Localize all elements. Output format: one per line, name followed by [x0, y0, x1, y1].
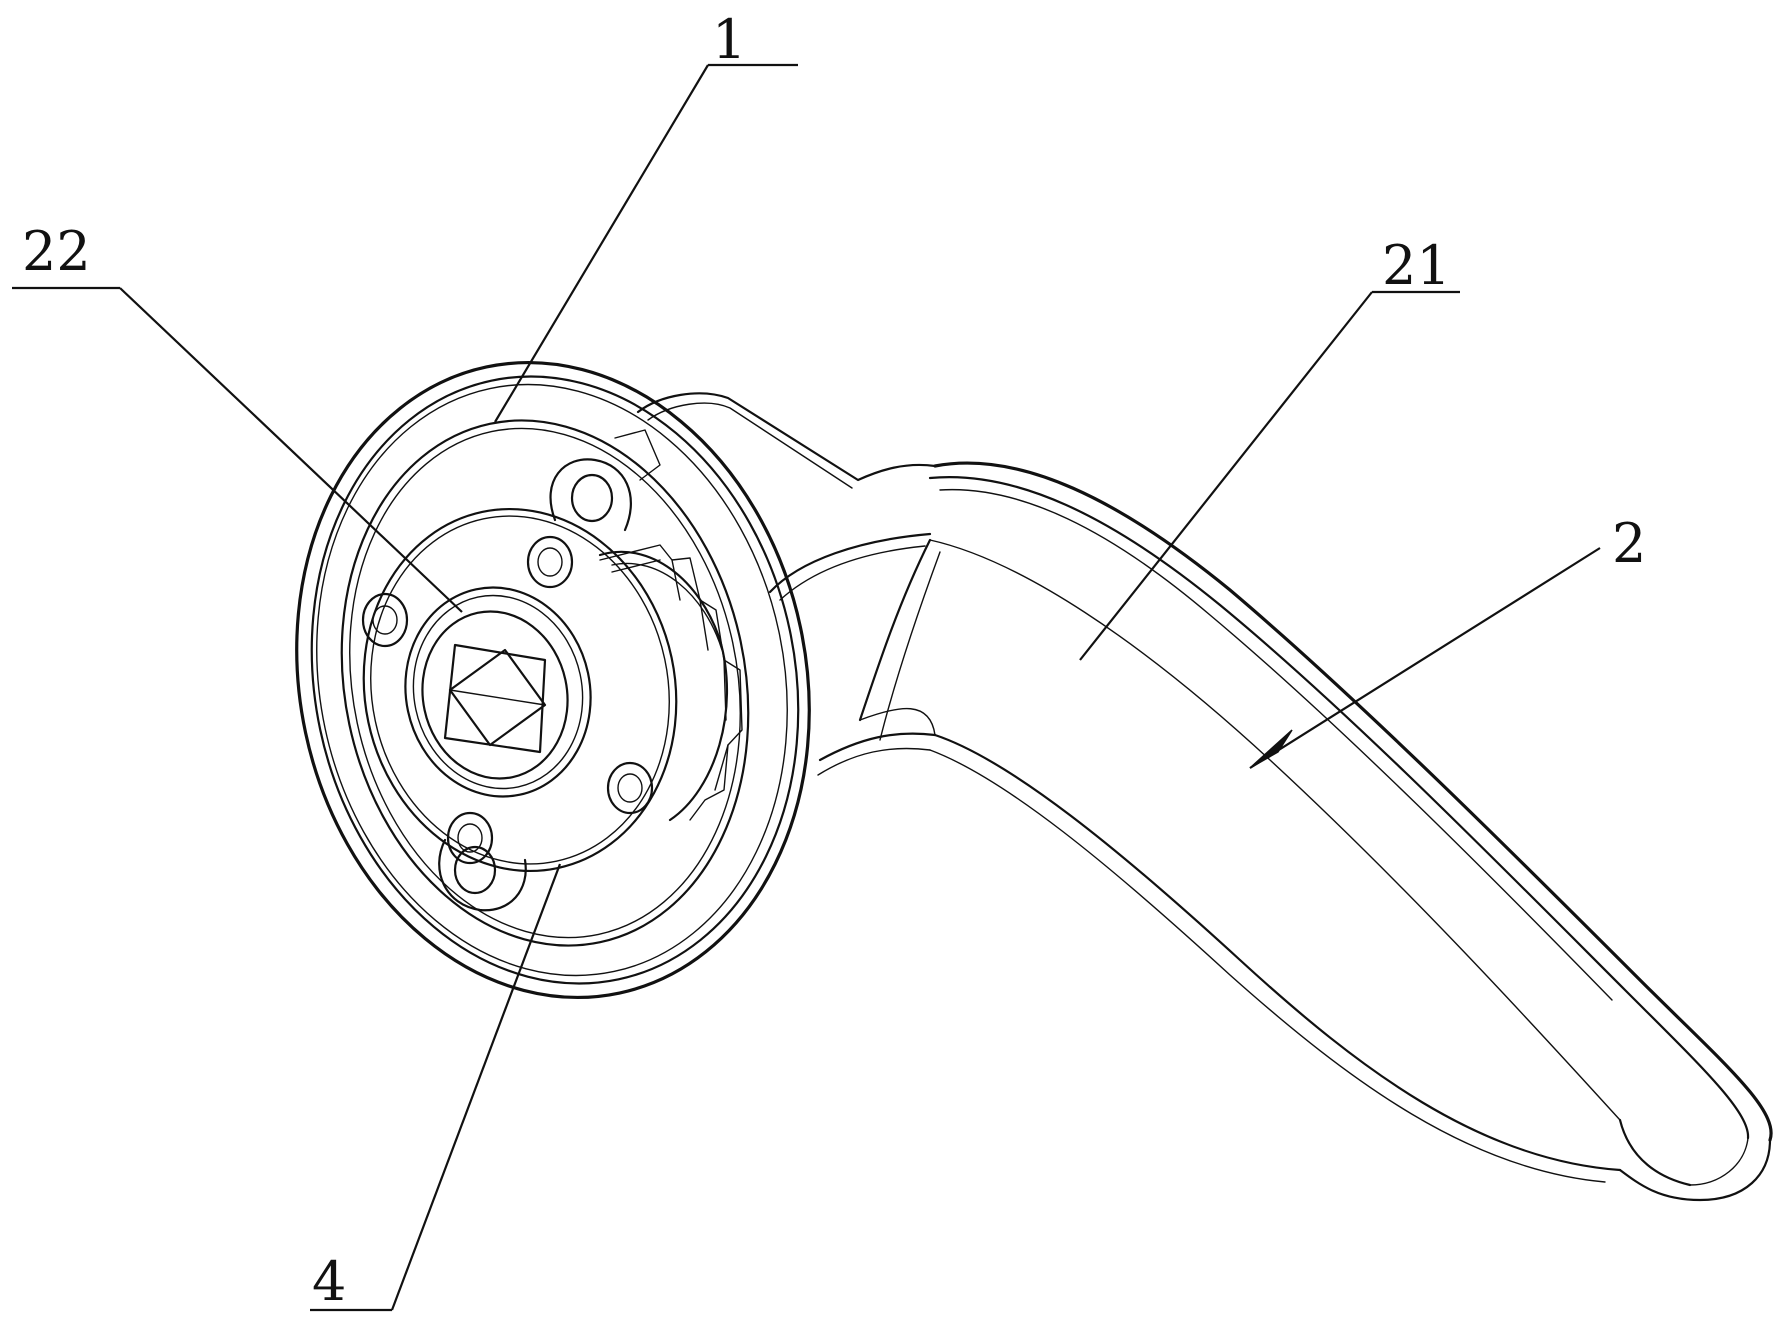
screw-hole-right [606, 761, 654, 815]
label-21-text: 21 [1382, 234, 1451, 297]
reference-label-1: 1 [494, 8, 798, 423]
reference-label-21: 21 [1079, 234, 1460, 661]
label-4-text: 4 [312, 1250, 346, 1313]
mounting-flange [361, 429, 743, 912]
screw-hole-bottom [446, 811, 494, 865]
square-spindle-hole [443, 643, 547, 754]
screw-hole-top [526, 535, 574, 589]
label-22-text: 22 [22, 220, 91, 283]
reference-label-22: 22 [12, 220, 463, 613]
reference-label-4: 4 [310, 863, 562, 1313]
leader-arrowhead [1249, 729, 1293, 769]
label-2-text: 2 [1612, 512, 1646, 575]
spindle-hub [404, 586, 592, 798]
lever-handle [636, 392, 1773, 1202]
rose-plate [295, 361, 811, 999]
screw-hole-left [361, 592, 409, 648]
label-1-text: 1 [712, 8, 746, 71]
reference-label-2: 2 [1249, 512, 1646, 769]
